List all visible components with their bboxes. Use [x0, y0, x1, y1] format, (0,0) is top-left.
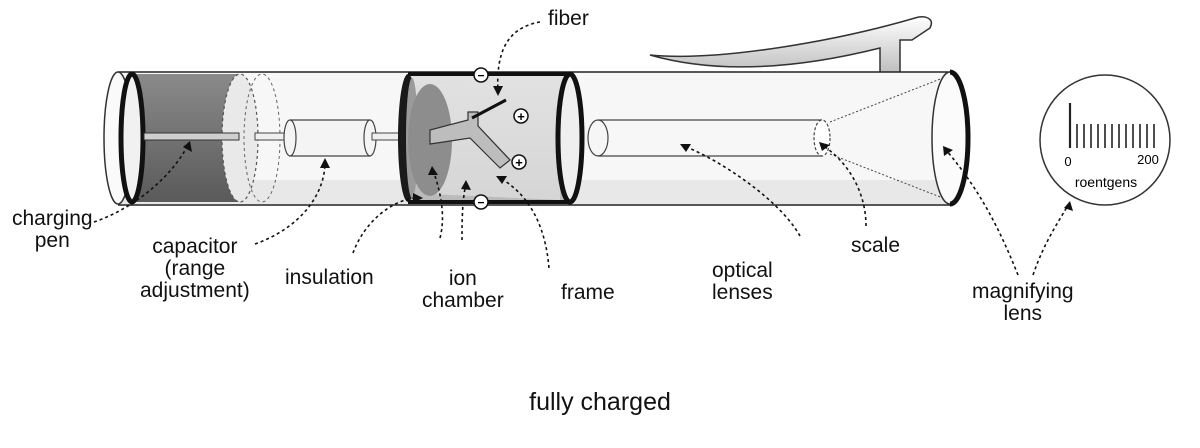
pocket-clip: [649, 16, 932, 79]
scale-ticks: [1068, 103, 1155, 148]
leader-lines: [93, 21, 1069, 276]
magnifying-lens: [931, 69, 971, 207]
leader-capacitor: [254, 161, 326, 245]
leader-insulation: [352, 197, 419, 254]
svg-text:−: −: [477, 69, 484, 83]
terminal-top: −: [473, 67, 489, 83]
label-capacitor: capacitor (range adjustment): [140, 235, 250, 302]
label-optical-lenses: optical lenses: [712, 259, 773, 304]
scale-unit: roentgens: [1075, 174, 1137, 190]
plus-terminal-lower: +: [511, 154, 527, 170]
label-magnifying-lens: magnifying lens: [972, 280, 1074, 325]
optical-lenses: [587, 75, 949, 201]
leader-lens-b: [1032, 204, 1069, 276]
leader-ion-chamber: [432, 169, 444, 239]
caption: fully charged: [529, 388, 671, 416]
label-charging-pen: charging pen: [12, 207, 93, 252]
label-ion-chamber: ion chamber: [422, 267, 504, 312]
scale-min: 0: [1064, 154, 1071, 169]
leader-arrowheads: [183, 86, 1073, 211]
plus-terminal-upper: +: [513, 108, 529, 124]
svg-text:+: +: [515, 155, 523, 170]
capacitor: [243, 73, 413, 203]
label-insulation: insulation: [285, 266, 374, 289]
label-frame: frame: [561, 281, 615, 304]
leader-charging-pen: [93, 144, 189, 223]
svg-text:−: −: [477, 196, 484, 210]
leader-fiber: [496, 21, 541, 93]
leader-frame: [499, 177, 550, 269]
leader-optical: [683, 145, 801, 237]
charging-pen-chamber: [103, 71, 259, 205]
svg-text:+: +: [517, 109, 525, 124]
ion-chamber: [398, 71, 585, 205]
leader-scale: [821, 144, 867, 227]
scale-inset: 0 200 roentgens: [1039, 74, 1171, 206]
scale-max: 200: [1137, 152, 1159, 167]
label-fiber: fiber: [548, 7, 589, 30]
terminal-bottom: −: [473, 194, 489, 210]
leader-lens-a: [945, 149, 1019, 276]
label-scale: scale: [851, 234, 901, 257]
